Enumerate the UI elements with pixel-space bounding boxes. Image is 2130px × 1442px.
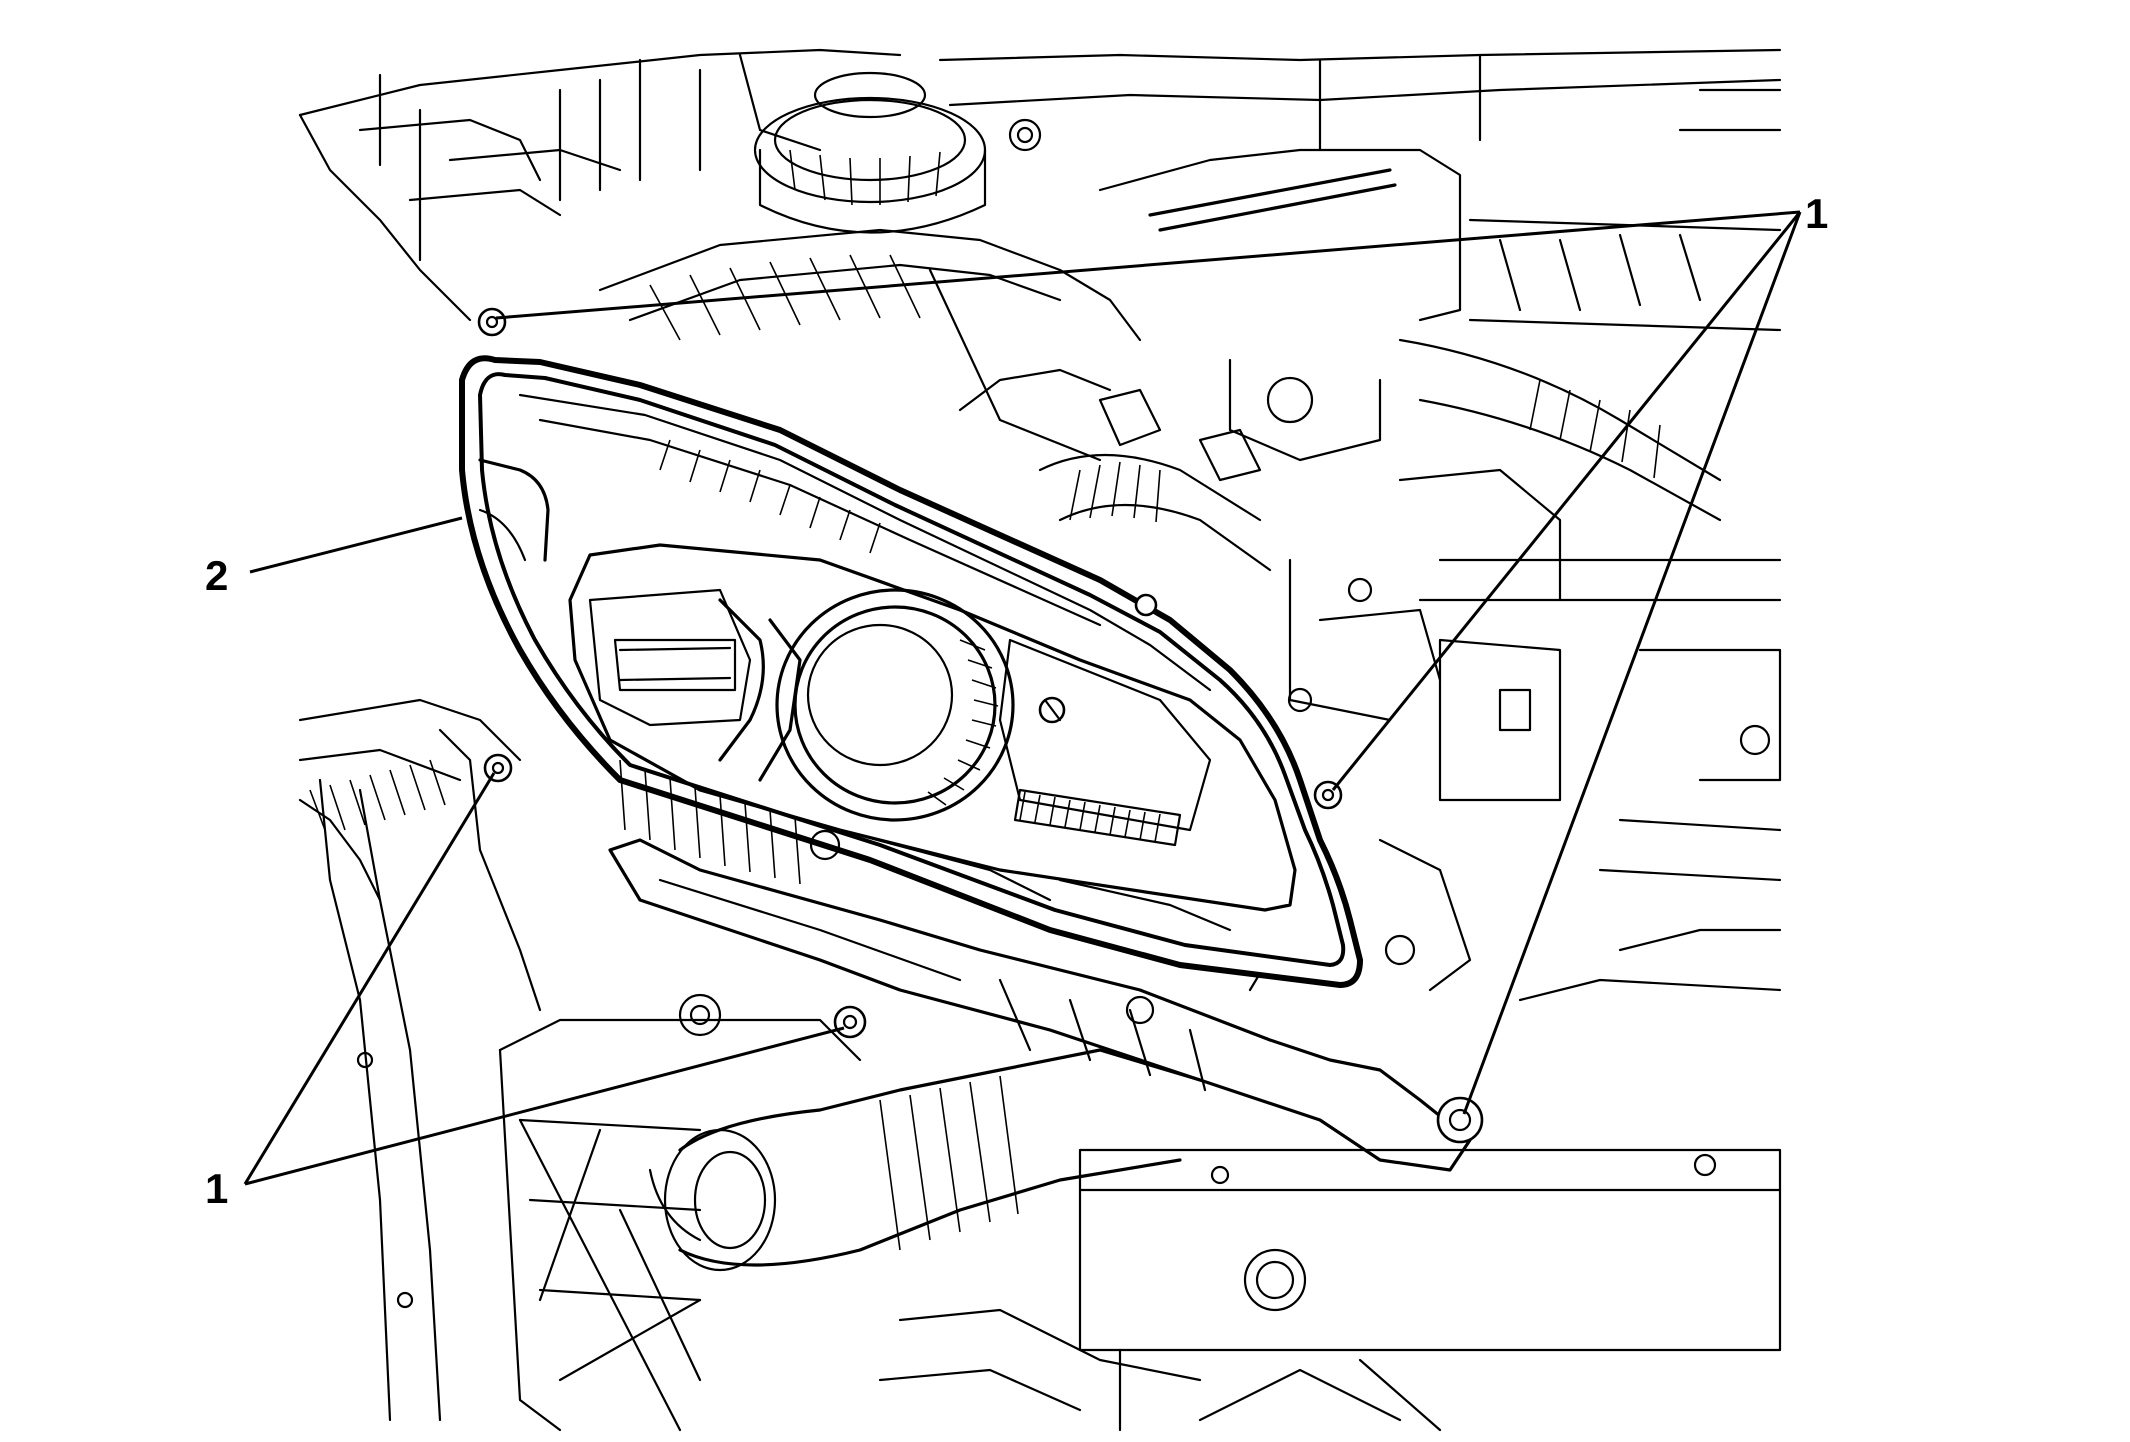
engine-bay-background (298, 48, 1782, 1432)
callout-1-bottom-left: 1 (205, 1165, 228, 1212)
callout-1-top-right: 1 (1805, 190, 1828, 237)
callout-labels: 1 2 1 (205, 190, 1828, 1212)
headlamp-assembly (459, 307, 1484, 1172)
fastener-top-left (477, 307, 507, 337)
callout-2-left: 2 (205, 552, 228, 599)
fastener-bottom (833, 1005, 867, 1039)
leader-lines (243, 210, 1802, 1186)
fastener-top-mid (1134, 593, 1158, 617)
fastener-left (483, 753, 513, 783)
